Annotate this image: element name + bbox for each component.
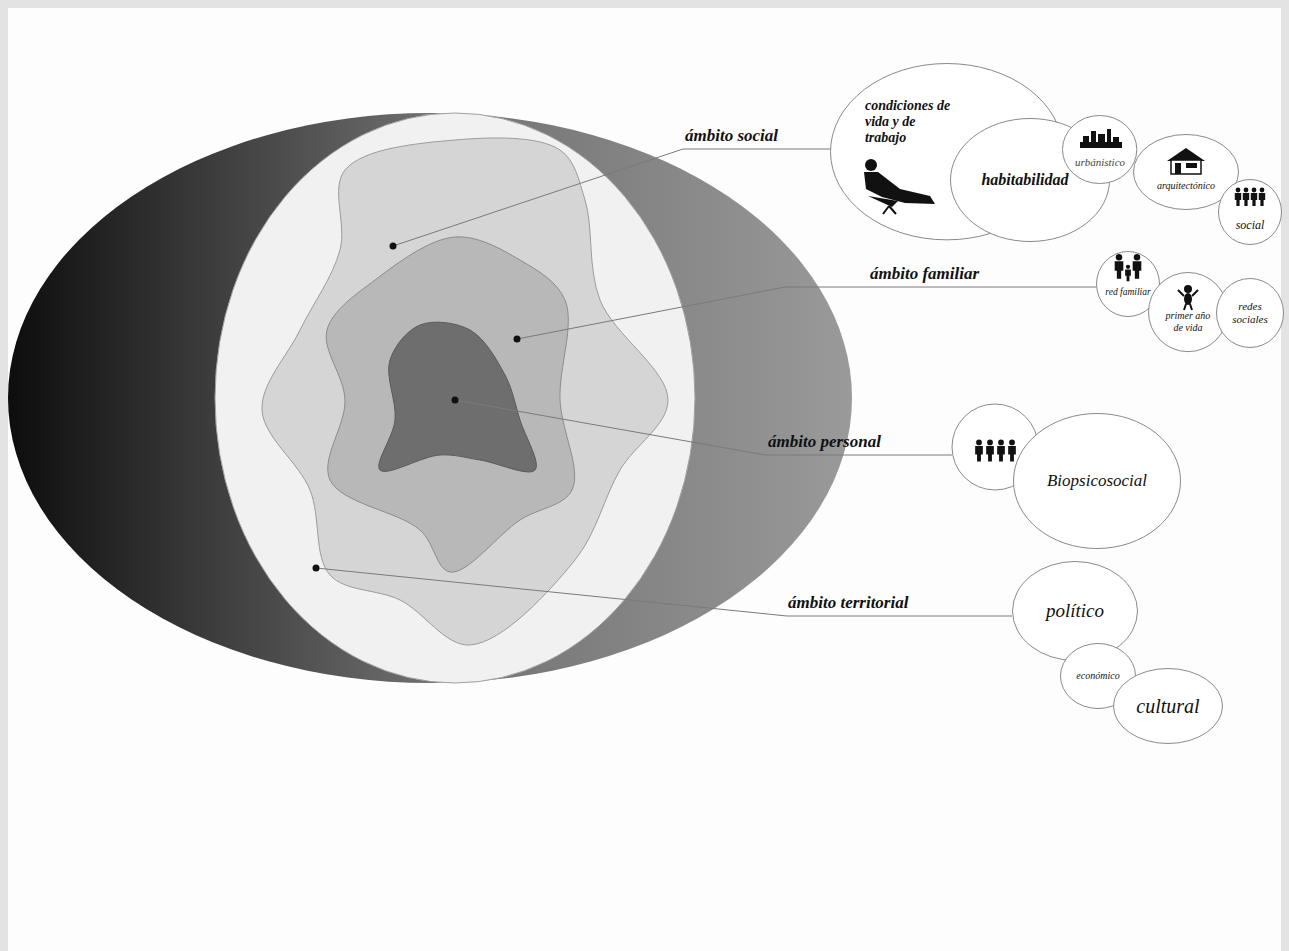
shadow-ellipse: [8, 113, 852, 683]
region-label: ámbito personal: [768, 432, 881, 451]
region-label-box: ámbito personal: [768, 432, 881, 452]
leader-line: [517, 287, 1096, 339]
text-group: social: [1236, 219, 1265, 233]
text-group: urbánistico: [1075, 156, 1125, 169]
text-group: cultural: [1136, 695, 1199, 718]
node-text: cultural: [1136, 695, 1199, 718]
text-group: redes sociales: [1228, 300, 1272, 325]
leader-dot: [514, 336, 521, 343]
circle-shape: [1114, 669, 1223, 744]
circle-shape: [1219, 180, 1282, 245]
region-label: ámbito territorial: [788, 593, 908, 612]
text-group: económico: [1076, 670, 1119, 682]
social-circle: social: [1218, 179, 1282, 245]
cultural-circle: cultural: [1113, 668, 1223, 744]
circle-shape: [1013, 562, 1138, 661]
text-group: primer año de vida: [1161, 310, 1215, 333]
text-group: Biopsicosocial: [1047, 471, 1147, 491]
node-text: Biopsicosocial: [1047, 471, 1147, 491]
region-label: ámbito social: [685, 126, 778, 145]
region-label-box: ámbito territorial: [788, 593, 908, 613]
social-networks-circle: redes sociales: [1216, 278, 1284, 348]
urban-circle: urbánistico: [1062, 115, 1137, 184]
circle-shape: [1148, 272, 1227, 351]
node-text: red familiar: [1105, 287, 1150, 298]
circle-shape: [1063, 116, 1137, 184]
text-group: condiciones de vida y de trabajo: [865, 98, 953, 146]
node-text: primer año de vida: [1161, 310, 1215, 333]
text-group: red familiar: [1105, 287, 1150, 298]
leader-dot: [390, 243, 397, 250]
region-label-box: ámbito social: [685, 126, 778, 146]
node-text: urbánistico: [1075, 156, 1125, 169]
leader-line: [316, 568, 1012, 616]
biopsychosocial-circle: Biopsicosocial: [1013, 413, 1181, 549]
leader-dot: [313, 565, 320, 572]
node-text: habitabilidad: [981, 171, 1068, 189]
region-label: ámbito familiar: [870, 264, 979, 283]
circle-shape: [1014, 414, 1181, 549]
node-text: económico: [1076, 670, 1119, 682]
territorial-region: [215, 113, 695, 683]
leader-dot: [452, 397, 459, 404]
personal-region: [379, 322, 537, 472]
node-text: arquitectónico: [1157, 180, 1215, 192]
people-icon: [975, 440, 1016, 462]
region-label-box: ámbito familiar: [870, 264, 979, 284]
leader-dots: [313, 243, 521, 572]
text-group: arquitectónico: [1157, 180, 1215, 192]
text-group: político: [1046, 600, 1104, 622]
node-text: social: [1236, 219, 1265, 233]
node-text: condiciones de vida y de trabajo: [865, 98, 953, 146]
text-group: habitabilidad: [981, 171, 1068, 189]
leader-line: [455, 400, 952, 455]
page-ground: [8, 8, 1281, 951]
circle-outline: [1218, 179, 1282, 245]
node-text: político: [1046, 600, 1104, 622]
circle-shape: [1217, 279, 1284, 348]
family-region: [326, 237, 575, 572]
node-text: redes sociales: [1228, 300, 1272, 325]
leader-line: [393, 149, 835, 246]
political-circle: político: [1012, 561, 1138, 661]
circle-outline: [1062, 115, 1137, 184]
